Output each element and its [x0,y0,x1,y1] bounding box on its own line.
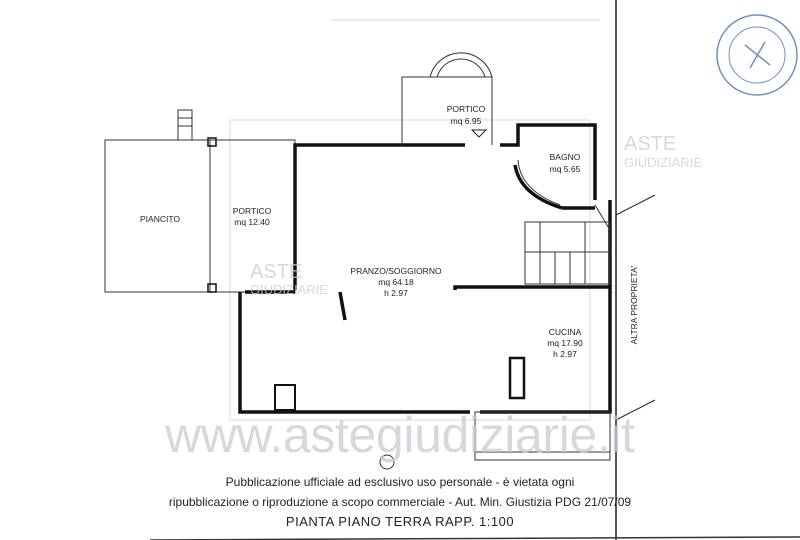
portico-top-outline [401,52,493,145]
piancito-outline [104,109,296,293]
room-portico-left-name: PORTICO [233,206,272,216]
faint-underlay [229,19,600,421]
boundary-label: ALTRA PROPRIETA' [629,265,639,344]
room-pranzo-area: mq 64.18 [378,277,414,287]
room-cucina-name: CUCINA [549,327,582,337]
room-cucina-height: h 2.97 [553,349,577,359]
watermark-logo-bottom-2: GIUDIZIARIE [624,155,702,170]
room-portico-top-area: mq 6.95 [451,116,482,126]
room-portico-top-name: PORTICO [447,104,486,114]
room-portico-left-area: mq 12.40 [234,217,270,227]
room-bagno-name: BAGNO [550,152,581,162]
engineer-stamp [716,14,798,96]
entrance-step [379,411,611,470]
room-pranzo-height: h 2.97 [384,288,408,298]
room-cucina-area: mq 17.90 [547,338,583,348]
staircase [524,204,611,285]
watermark-logo-bottom: GIUDIZIARIE [250,282,328,297]
footer-notice-line2: ripubblicazione o riproduzione a scopo c… [168,495,632,509]
room-bagno-area: mq 5.65 [550,164,581,174]
watermark-logo-top-2: ASTE [624,133,676,155]
plan-title: PIANTA PIANO TERRA RAPP. 1:100 [285,514,515,529]
watermark-logo-top: ASTE [250,261,302,283]
watermark-url: www.astegiudiziarie.it [164,407,635,463]
room-piancito-name: PIANCITO [140,214,180,224]
room-pranzo-name: PRANZO/SOGGIORNO [350,266,442,276]
property-boundary [615,0,656,540]
footer-notice-line1: Pubblicazione ufficiale ad esclusivo uso… [225,475,575,489]
